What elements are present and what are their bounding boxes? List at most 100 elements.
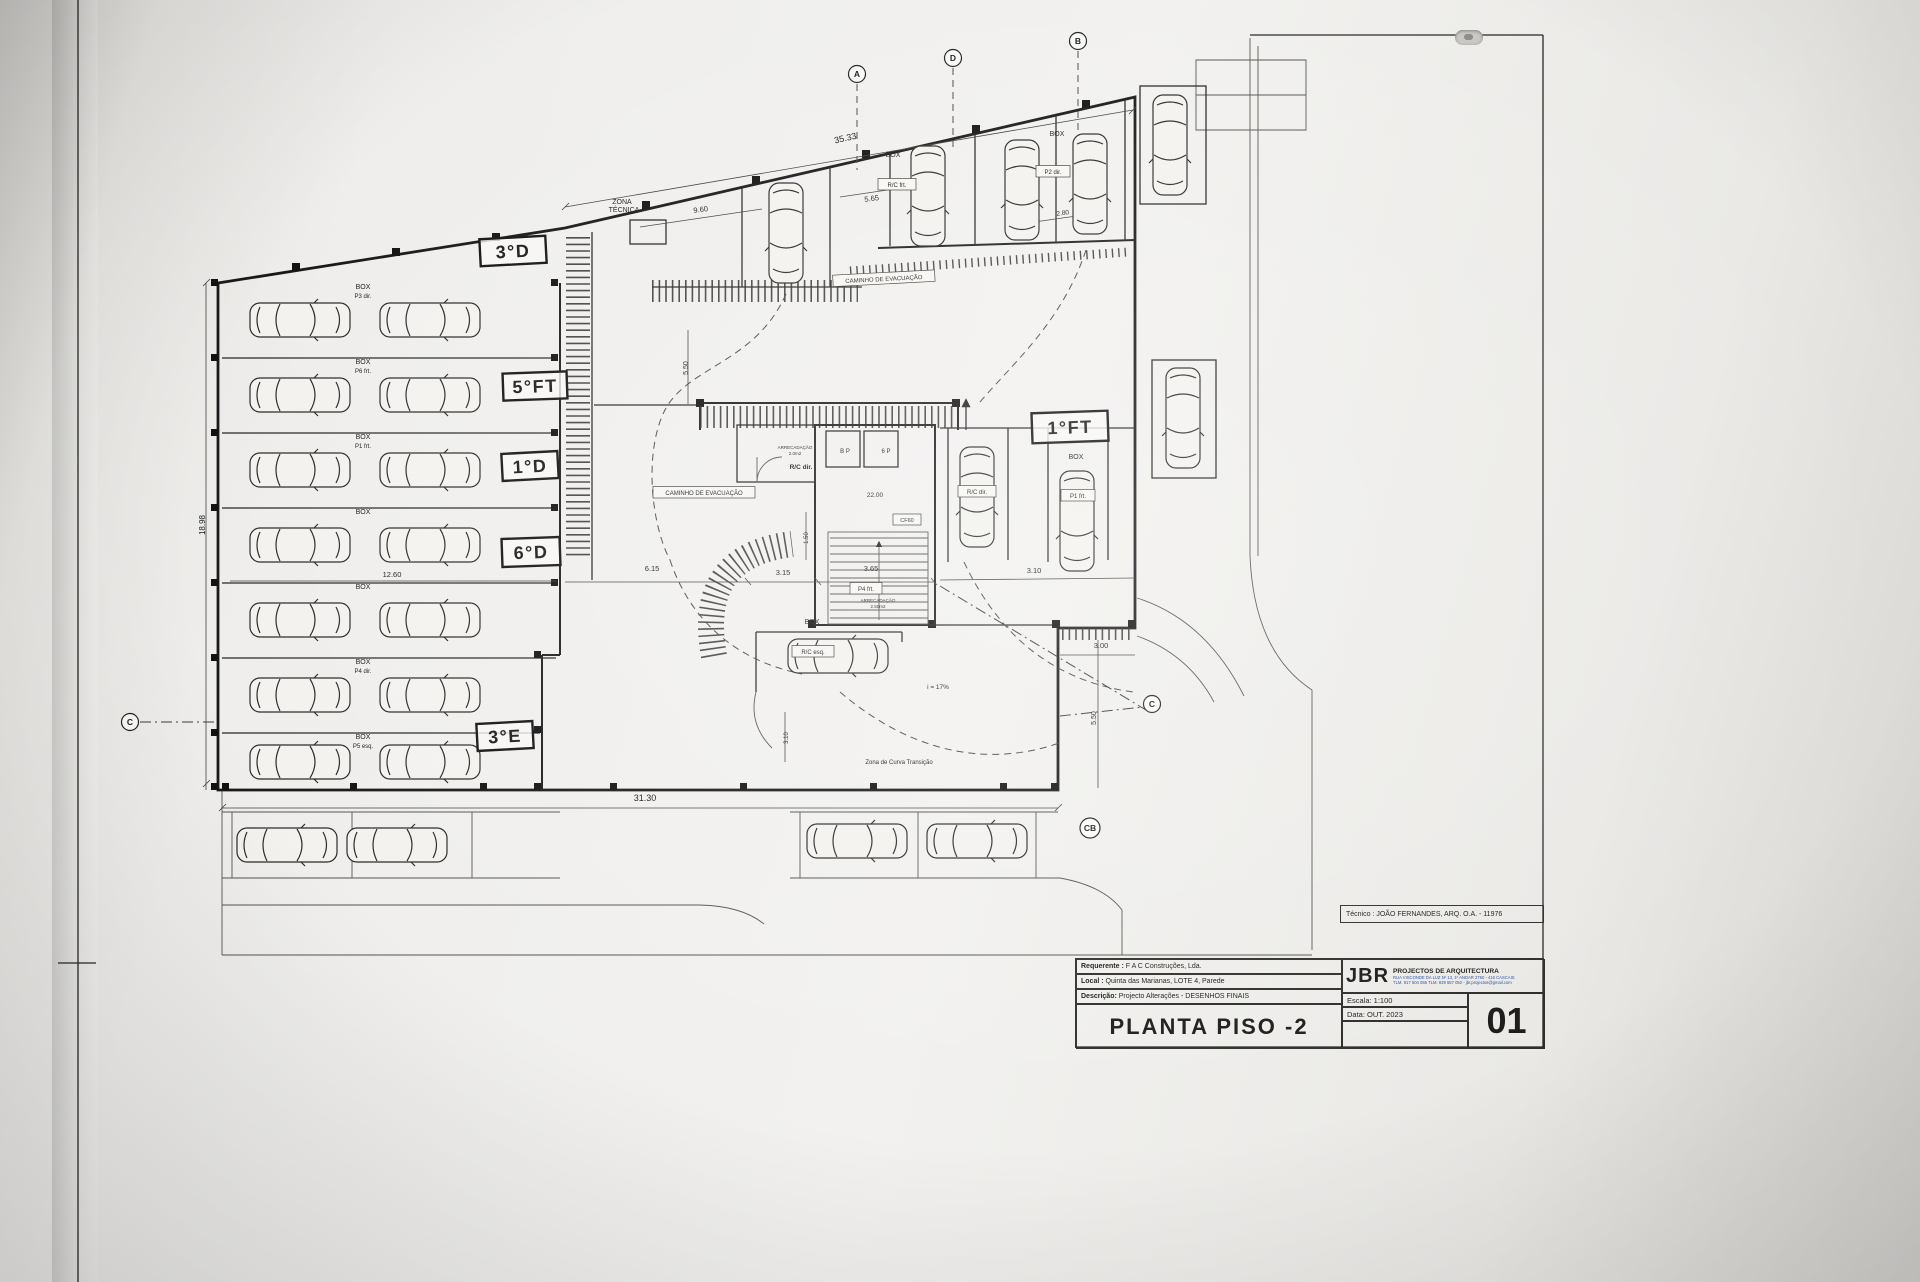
car bbox=[346, 823, 448, 867]
tecnico-strip: Técnico : JOÃO FERNANDES, ARQ. O.A. - 11… bbox=[1340, 905, 1544, 923]
local-row: Local : Quinta das Marianas, LOTE 4, Par… bbox=[1076, 974, 1342, 989]
descricao-label: Descrição: bbox=[1081, 993, 1117, 1000]
box-row2: BOX bbox=[356, 359, 371, 366]
svg-text:BOX: BOX bbox=[886, 152, 901, 159]
label-arrecadacao-2: ARRECADAÇÃO bbox=[861, 597, 896, 603]
car bbox=[249, 523, 351, 567]
box-row5: BOX bbox=[356, 584, 371, 591]
svg-text:BOX: BOX bbox=[356, 359, 371, 366]
dim-left-height: 18.98 bbox=[198, 514, 207, 535]
car bbox=[1000, 139, 1044, 241]
svg-text:2.50m2: 2.50m2 bbox=[870, 604, 886, 609]
svg-text:5.50: 5.50 bbox=[1091, 711, 1098, 725]
svg-text:CF60: CF60 bbox=[900, 518, 913, 524]
box-row7-sub: P5 esq. bbox=[353, 744, 374, 750]
car bbox=[249, 373, 351, 417]
svg-text:C: C bbox=[127, 717, 133, 727]
svg-text:R/C frt.: R/C frt. bbox=[888, 183, 907, 189]
svg-text:CAMINHO DE EVACUAÇÃO: CAMINHO DE EVACUAÇÃO bbox=[845, 274, 923, 285]
svg-text:i = 17%: i = 17% bbox=[927, 684, 949, 691]
svg-text:2.80: 2.80 bbox=[1056, 209, 1070, 218]
svg-text:6°D: 6°D bbox=[513, 542, 548, 563]
svg-text:18.98: 18.98 bbox=[198, 514, 207, 535]
car bbox=[379, 373, 481, 417]
svg-text:D: D bbox=[950, 53, 956, 63]
svg-text:BOX: BOX bbox=[356, 509, 371, 516]
local-value: Quinta das Marianas, LOTE 4, Parede bbox=[1105, 978, 1225, 985]
car bbox=[926, 819, 1028, 863]
box-topright-2: BOX bbox=[1050, 131, 1065, 138]
svg-text:9.60: 9.60 bbox=[693, 204, 709, 215]
svg-text:P6 frt.: P6 frt. bbox=[355, 369, 371, 375]
box-row4: BOX bbox=[356, 509, 371, 516]
box-row7: BOX bbox=[356, 734, 371, 741]
firm-address-1: RUA VISCONDE DA LUZ Nº 13, 1º ANDAR 2750… bbox=[1393, 974, 1515, 980]
svg-text:1°D: 1°D bbox=[512, 456, 548, 478]
ramps bbox=[566, 237, 1133, 659]
car bbox=[249, 673, 351, 717]
svg-text:1.50: 1.50 bbox=[804, 532, 810, 544]
svg-text:BOX: BOX bbox=[356, 284, 371, 291]
svg-text:ARRECADAÇÃO: ARRECADAÇÃO bbox=[861, 597, 896, 603]
dim-top-overall: 35.33 bbox=[833, 131, 857, 146]
svg-text:BOX: BOX bbox=[1050, 131, 1065, 138]
svg-text:BOX: BOX bbox=[805, 619, 820, 626]
svg-text:CAMINHO DE EVACUAÇÃO: CAMINHO DE EVACUAÇÃO bbox=[665, 490, 743, 497]
svg-text:P5 esq.: P5 esq. bbox=[353, 744, 374, 750]
svg-text:TÉCNICA: TÉCNICA bbox=[609, 205, 640, 214]
svg-text:31.30: 31.30 bbox=[634, 793, 657, 803]
handwritten-note: 6°D bbox=[500, 535, 562, 569]
svg-text:Zona de Curva Transição: Zona de Curva Transição bbox=[865, 760, 933, 766]
dim-ramp-width: 5.50 bbox=[683, 361, 690, 375]
handwritten-annotations: 3°D5°FT1°D6°D3°E1°FT bbox=[475, 234, 1110, 753]
svg-text:R/C esq.: R/C esq. bbox=[801, 650, 825, 656]
tag-cf60: CF60 bbox=[892, 513, 922, 526]
car bbox=[379, 523, 481, 567]
svg-text:BOX: BOX bbox=[356, 734, 371, 741]
punch-hole bbox=[1455, 30, 1483, 45]
car bbox=[1055, 470, 1099, 572]
svg-text:5.50: 5.50 bbox=[683, 361, 690, 375]
label-slope: i = 17% bbox=[927, 684, 949, 691]
svg-text:R/C dir.: R/C dir. bbox=[967, 490, 987, 496]
car bbox=[249, 448, 351, 492]
svg-text:3°E: 3°E bbox=[488, 726, 523, 748]
drive-paths bbox=[140, 51, 1147, 755]
svg-text:CB: CB bbox=[1084, 823, 1096, 833]
caminho-evacuacao-top: CAMINHO DE EVACUAÇÃO bbox=[832, 269, 936, 288]
svg-text:1°FT: 1°FT bbox=[1047, 417, 1093, 439]
car bbox=[1068, 133, 1112, 235]
label-rc-dir-core: R/C dir. bbox=[790, 464, 813, 471]
svg-text:BOX: BOX bbox=[356, 434, 371, 441]
car bbox=[1148, 94, 1192, 196]
firm-tagline: PROJECTOS DE ARQUITECTURA bbox=[1393, 967, 1499, 975]
svg-text:R/C dir.: R/C dir. bbox=[790, 464, 813, 471]
svg-text:3.15: 3.15 bbox=[776, 568, 791, 577]
firm-name: JBR bbox=[1346, 964, 1390, 987]
svg-text:12.60: 12.60 bbox=[383, 570, 402, 579]
svg-text:P1 frt.: P1 frt. bbox=[1070, 494, 1086, 500]
label-arrecadacao-2-area: 2.50m2 bbox=[870, 604, 886, 609]
local-label: Local : bbox=[1081, 978, 1104, 985]
firm-address-2: TLM. 917 604 055 TLM. 939 557 052 - jbr.… bbox=[1393, 979, 1512, 985]
requerente-label: Requerente : bbox=[1081, 963, 1124, 970]
sheet-number: 01 bbox=[1468, 993, 1545, 1049]
car bbox=[249, 298, 351, 342]
dim-mid-1: 6.15 bbox=[645, 564, 660, 573]
svg-text:ARRECADAÇÃO: ARRECADAÇÃO bbox=[778, 444, 813, 450]
box-row6-sub: P4 dir. bbox=[354, 669, 371, 675]
car bbox=[764, 182, 808, 284]
empty-cell bbox=[1342, 1021, 1468, 1049]
label-curva-transicao: Zona de Curva Transição bbox=[865, 760, 933, 766]
box-center: BOX bbox=[805, 619, 820, 626]
svg-text:35.33: 35.33 bbox=[833, 131, 857, 146]
grid-bubble-C: C bbox=[1142, 694, 1162, 714]
car bbox=[1161, 367, 1205, 469]
dim-right-2: 5.50 bbox=[1091, 711, 1098, 725]
svg-text:2.0m2: 2.0m2 bbox=[789, 451, 802, 456]
grid-bubble-D: D bbox=[943, 48, 963, 68]
svg-text:P4 frt.: P4 frt. bbox=[858, 587, 874, 593]
